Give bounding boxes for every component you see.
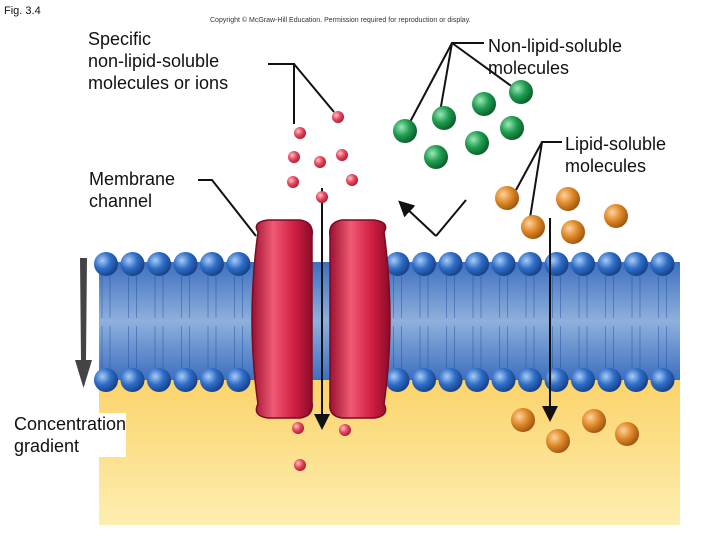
non-lipid-soluble-molecule — [432, 106, 456, 130]
phospholipid-head — [438, 252, 463, 276]
leader-non-lipid-2 — [439, 42, 453, 113]
phospholipid-head — [94, 368, 118, 392]
non-lipid-soluble-molecule — [500, 116, 524, 140]
label-non-lipid-line-2: molecules — [488, 58, 570, 78]
ion — [288, 151, 300, 163]
concentration-gradient-arrow — [75, 258, 92, 388]
phospholipid-head — [518, 252, 542, 276]
transport-arrows — [314, 188, 558, 430]
phospholipid-head — [491, 368, 516, 392]
leader-non-lipid-3 — [451, 42, 515, 89]
phospholipid-head — [597, 252, 622, 276]
ion — [336, 149, 348, 161]
phospholipid-head — [200, 368, 224, 392]
non-lipid-soluble-molecule — [465, 131, 489, 155]
non-lipid-soluble-molecule — [509, 80, 533, 104]
phospholipid-head — [597, 368, 622, 392]
phospholipid-head — [624, 252, 648, 276]
phospholipid-head — [385, 368, 410, 392]
lipid-tail-lines — [101, 276, 667, 368]
label-specific-ions-line-3: molecules or ions — [88, 73, 229, 93]
label-non-lipid-soluble: Non-lipid-soluble molecules — [488, 35, 622, 79]
copyright-notice: Copyright © McGraw-Hill Education. Permi… — [210, 17, 471, 24]
phospholipid-head — [571, 252, 595, 276]
label-gradient-line-2: gradient — [14, 436, 80, 456]
phospholipid-head — [147, 368, 171, 392]
phospholipid-head — [650, 368, 675, 392]
phospholipid-head — [624, 368, 648, 392]
label-specific-ions-line-2: non-lipid-soluble — [88, 51, 220, 71]
phospholipid-head — [120, 252, 145, 276]
ion — [339, 424, 351, 436]
leader-channel — [198, 179, 257, 237]
phospholipid-head — [173, 368, 198, 392]
label-channel-line-2: channel — [89, 191, 153, 211]
ion — [292, 422, 304, 434]
leader-lines — [198, 42, 562, 237]
label-specific-ions: Specific non-lipid-soluble molecules or … — [88, 28, 228, 94]
lipid-soluble-molecule — [615, 422, 639, 446]
lipid-soluble-molecule — [546, 429, 570, 453]
ion — [332, 111, 344, 123]
phospholipid-head — [226, 252, 251, 276]
ion — [287, 176, 299, 188]
label-gradient-line-1: Concentration — [14, 414, 127, 434]
leader-lipid-2 — [529, 141, 543, 219]
intracellular-region — [99, 380, 680, 525]
arrow-blocked-tail — [435, 199, 467, 237]
non-lipid-soluble-molecule — [472, 92, 496, 116]
phospholipid-head — [412, 368, 436, 392]
leader-ions-1 — [268, 63, 295, 124]
lipid-soluble-molecule — [604, 204, 628, 228]
label-lipid-soluble: Lipid-soluble molecules — [565, 133, 666, 177]
molecules — [287, 80, 639, 471]
label-lipid-line-1: Lipid-soluble — [565, 134, 667, 154]
label-concentration-gradient: Concentration gradient — [14, 413, 127, 457]
phospholipid-head — [385, 252, 410, 276]
lipid-soluble-molecule — [582, 409, 606, 433]
label-lipid-line-2: molecules — [565, 156, 647, 176]
ion — [294, 459, 306, 471]
phospholipid-head — [226, 368, 251, 392]
phospholipid-heads-outer — [94, 252, 675, 276]
ion — [314, 156, 326, 168]
lipid-soluble-molecule — [561, 220, 585, 244]
lipid-soluble-molecule — [495, 186, 519, 210]
ion — [294, 127, 306, 139]
figure-label: Fig. 3.4 — [4, 5, 41, 17]
phospholipid-head — [465, 368, 489, 392]
phospholipid-heads-inner — [94, 368, 675, 392]
phospholipid-head — [438, 368, 463, 392]
phospholipid-head — [412, 252, 436, 276]
phospholipid-head — [120, 368, 145, 392]
phospholipid-head — [465, 252, 489, 276]
non-lipid-soluble-molecule — [393, 119, 417, 143]
phospholipid-head — [518, 368, 542, 392]
label-membrane-channel: Membrane channel — [89, 168, 175, 212]
phospholipid-head — [571, 368, 595, 392]
non-lipid-soluble-molecule — [424, 145, 448, 169]
lipid-soluble-molecule — [511, 408, 535, 432]
membrane-channel-protein — [251, 219, 391, 419]
ion — [316, 191, 328, 203]
lipid-soluble-molecule — [556, 187, 580, 211]
phospholipid-head — [94, 252, 118, 276]
arrow-blocked-non-lipid — [398, 200, 437, 237]
phospholipid-head — [491, 252, 516, 276]
phospholipid-head — [544, 252, 569, 276]
label-non-lipid-line-1: Non-lipid-soluble — [488, 36, 623, 56]
phospholipid-head — [650, 252, 675, 276]
label-specific-ions-line-1: Specific — [88, 29, 152, 49]
phospholipid-head — [544, 368, 569, 392]
ion — [346, 174, 358, 186]
leader-ions-2 — [293, 63, 335, 113]
phospholipid-head — [147, 252, 171, 276]
phospholipid-head — [200, 252, 224, 276]
label-channel-line-1: Membrane — [89, 169, 176, 189]
lipid-soluble-molecule — [521, 215, 545, 239]
phospholipid-head — [173, 252, 198, 276]
